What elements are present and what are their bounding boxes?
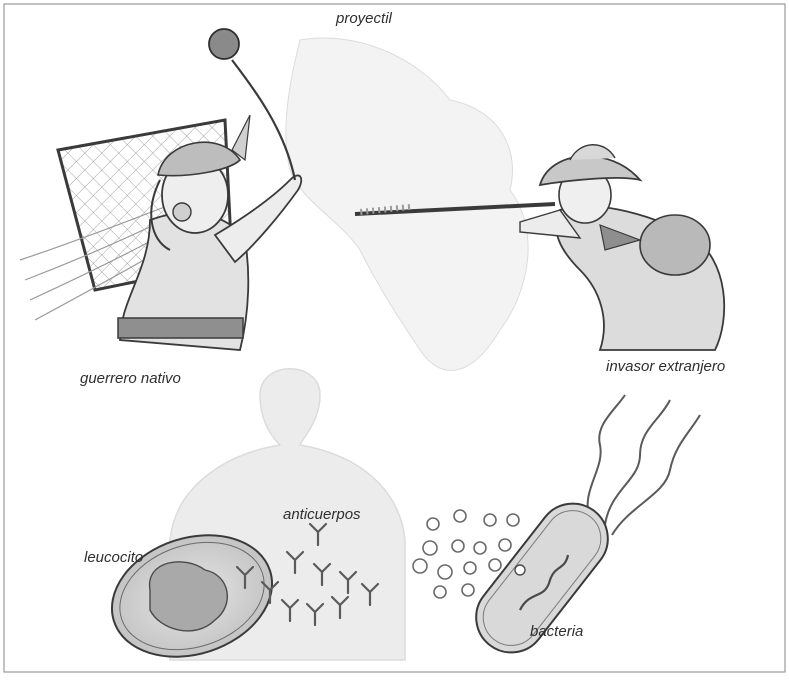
- helmet-crest: [570, 145, 615, 160]
- label-projectile: proyectil: [336, 10, 392, 27]
- label-bacteria: bacteria: [530, 623, 583, 640]
- ear-ornament: [173, 203, 191, 221]
- projectile-stone: [209, 29, 239, 59]
- native-warrior-figure: [20, 29, 301, 350]
- label-antibodies: anticuerpos: [283, 506, 361, 523]
- sling-cord: [232, 60, 295, 180]
- bacterium-flagella: [588, 395, 700, 535]
- map-silhouette: [286, 38, 528, 370]
- label-native-warrior: guerrero nativo: [80, 370, 181, 387]
- warrior-belt: [118, 318, 243, 338]
- label-leukocyte: leucocito: [84, 549, 143, 566]
- label-foreign-invader: invasor extranjero: [606, 358, 725, 375]
- shoulder-armor: [640, 215, 710, 275]
